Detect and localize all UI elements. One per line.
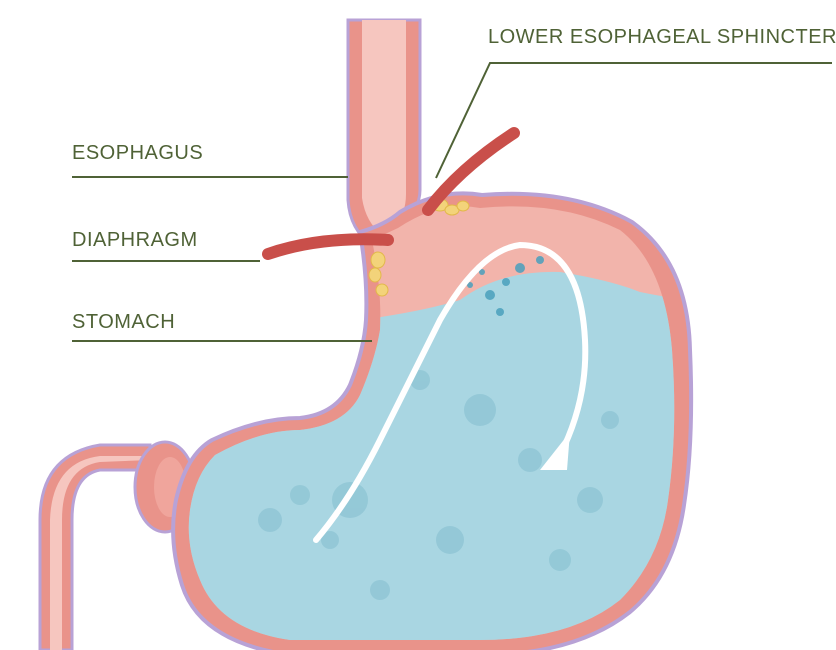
gastric-fluid <box>150 256 700 650</box>
diaphragm-label: DIAPHRAGM <box>72 230 198 250</box>
esophagus-label: ESOPHAGUS <box>72 143 203 163</box>
stomach-label: STOMACH <box>72 312 175 332</box>
lower-esophageal-sphincter-label: LOWER ESOPHAGEAL SPHINCTER <box>488 27 836 47</box>
les-leader-line <box>436 63 832 178</box>
duodenum <box>40 445 150 650</box>
